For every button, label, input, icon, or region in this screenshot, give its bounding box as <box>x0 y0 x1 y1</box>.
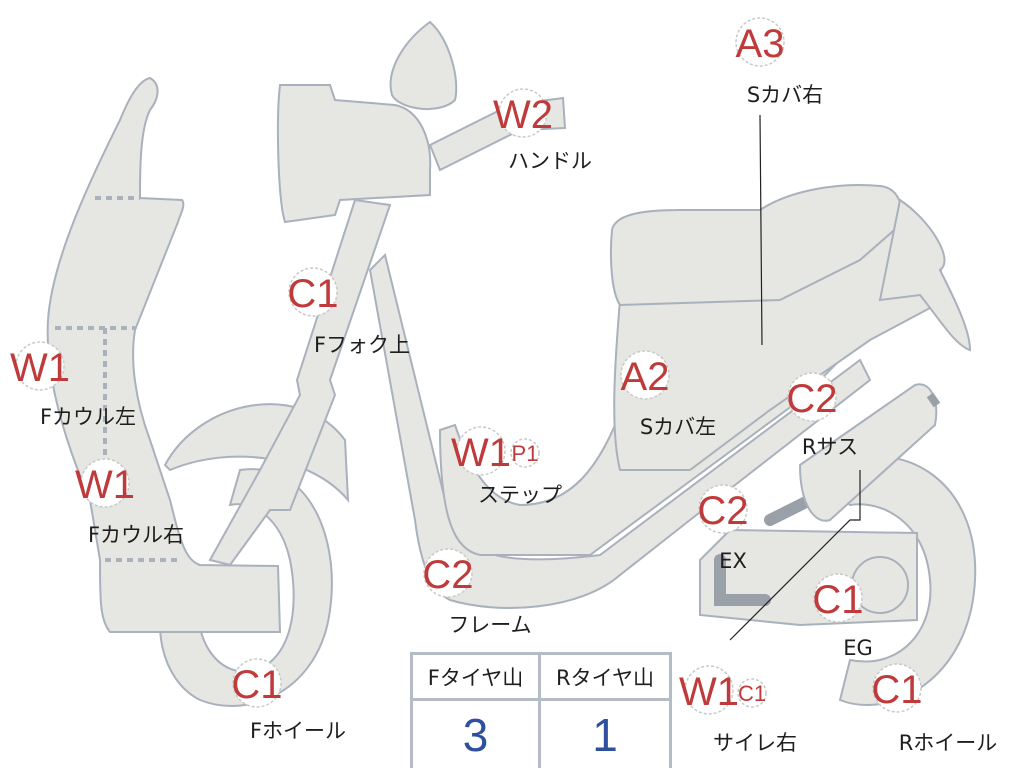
badge-label: Sカバ右 <box>747 83 823 107</box>
seat <box>609 184 903 307</box>
headlight <box>276 84 432 224</box>
rear-tire-value: 1 <box>592 708 618 761</box>
badge-label: Sカバ左 <box>640 415 716 439</box>
front-tire-value: 3 <box>413 701 541 768</box>
badge-code: W1 <box>451 431 511 475</box>
badge-w1-step[interactable]: W1 P1 ステップ <box>451 426 562 507</box>
rear-tire-header: Rタイヤ山 <box>541 655 669 701</box>
badge-code: A3 <box>736 22 785 66</box>
badge-code: C1 <box>231 663 282 707</box>
badge-c2-rear-shock[interactable]: C2 Rサス <box>786 372 858 459</box>
mirror <box>389 20 458 111</box>
badge-label: Fカウル右 <box>88 523 184 547</box>
badge-label: Fカウル左 <box>40 405 136 429</box>
badge-label: Rホイール <box>899 731 998 755</box>
front-cowl <box>46 76 282 633</box>
badge-code: C1 <box>812 578 863 622</box>
badge-label: フレーム <box>448 613 531 637</box>
cowl-seam <box>55 196 180 562</box>
badge-label: Fフォク上 <box>314 333 410 357</box>
badge-label: サイレ右 <box>713 731 797 755</box>
badge-w1-cowl-left[interactable]: W1 Fカウル左 <box>10 341 136 429</box>
badge-a3[interactable]: A3 Sカバ右 <box>735 17 824 107</box>
front-fork <box>208 198 392 567</box>
badge-c1-engine[interactable]: C1 EG <box>812 573 873 660</box>
badge-code: W1 <box>679 670 739 714</box>
shock-mount <box>926 392 941 408</box>
badge-code: C2 <box>697 489 748 533</box>
badge-code: C2 <box>786 377 837 421</box>
badge-w1-cowl-right[interactable]: W1 Fカウル右 <box>75 458 184 547</box>
badge-code: W1 <box>75 463 135 507</box>
badge-code: W1 <box>10 346 70 390</box>
badge-code: W2 <box>493 93 553 137</box>
badge-w1-muffler[interactable]: W1 C1 サイレ右 <box>679 665 797 755</box>
badge-c2-frame[interactable]: C2 フレーム <box>422 548 532 637</box>
tire-tread-table: Fタイヤ山 Rタイヤ山 3 1 <box>410 652 672 768</box>
badge-code: C1 <box>871 668 922 712</box>
badge-code: C1 <box>287 272 338 316</box>
rear-fender <box>878 198 972 352</box>
badge-c1-front-wheel[interactable]: C1 Fホイール <box>231 658 346 743</box>
badge-label: EG <box>843 636 873 660</box>
leader-lines <box>729 114 861 641</box>
badge-label: EX <box>719 549 747 573</box>
badge-subcode: C1 <box>738 681 766 706</box>
badge-c2-exhaust[interactable]: C2 EX <box>697 484 749 573</box>
badge-code: C2 <box>422 553 473 597</box>
badge-label: ハンドル <box>508 149 592 173</box>
rear-shock <box>798 383 938 522</box>
badge-label: ステップ <box>478 483 562 507</box>
badge-subcode: P1 <box>512 441 539 466</box>
badge-label: Fホイール <box>250 719 346 743</box>
badge-w2[interactable]: W2 ハンドル <box>493 88 592 173</box>
badge-label: Rサス <box>802 435 858 459</box>
badge-c1-rear-wheel[interactable]: C1 Rホイール <box>871 663 998 755</box>
front-tire-header: Fタイヤ山 <box>413 655 541 701</box>
badge-a2[interactable]: A2 Sカバ左 <box>620 350 717 439</box>
rear-wheel <box>818 455 977 706</box>
badge-code: A2 <box>621 355 670 399</box>
badge-c1-fork[interactable]: C1 Fフォク上 <box>287 267 410 357</box>
